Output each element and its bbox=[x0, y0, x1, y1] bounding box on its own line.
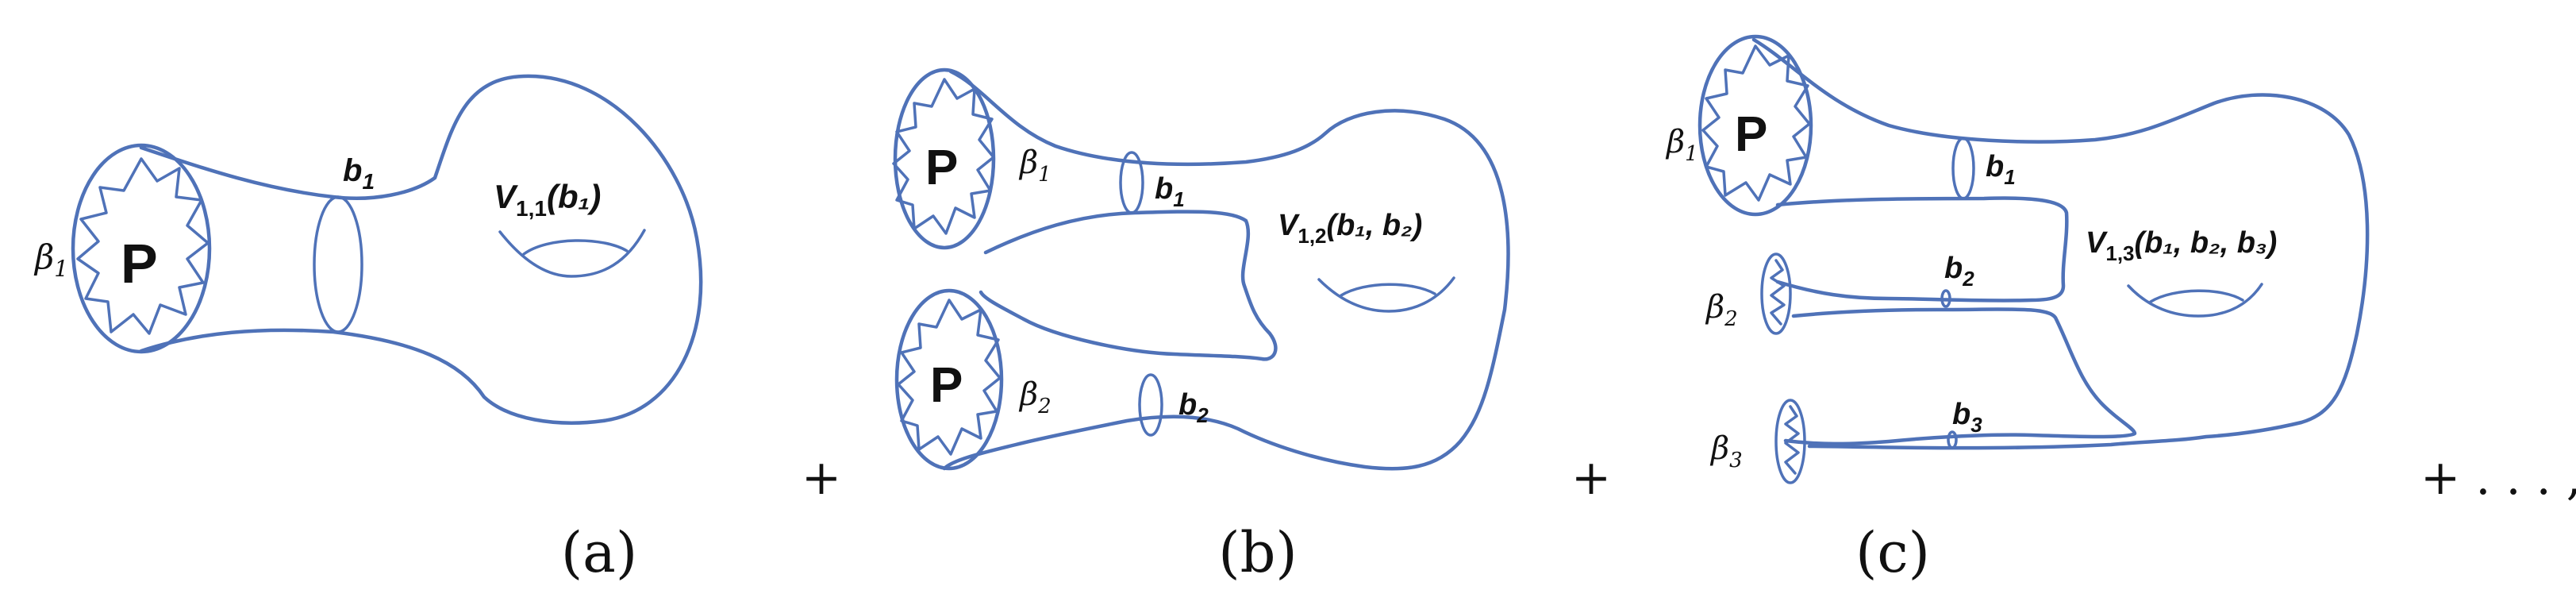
panel-c-handle-lower bbox=[2127, 283, 2263, 318]
panel-c-boundary-2-rim bbox=[1760, 252, 1792, 335]
panel-a-handle-lower bbox=[498, 229, 646, 278]
panel-c-beta2-label: β2 bbox=[1705, 289, 1738, 331]
panel-b-b1-label: b1 bbox=[1155, 172, 1185, 211]
panel-a-beta1-label: β1 bbox=[33, 237, 68, 282]
panel-c-beta3-label: β3 bbox=[1709, 430, 1743, 472]
panel-c: P β1 β2 β3 b1 b2 b3 V1,3(b₁, b₂, b₃) (c) bbox=[1665, 34, 2370, 585]
panel-c-geodesic-b3 bbox=[1947, 430, 1958, 449]
panel-b-puncture-2-zigzag bbox=[897, 299, 1002, 456]
panel-b-inner-fold bbox=[978, 210, 1278, 361]
panel-c-geodesic-b1 bbox=[1951, 137, 1975, 200]
panel-b-puncture-1-label: P bbox=[925, 141, 958, 195]
panel-b-beta1-label: β1 bbox=[1018, 145, 1052, 187]
panel-a-puncture-rim bbox=[71, 143, 212, 354]
panel-c-puncture-1-label: P bbox=[1735, 107, 1767, 162]
panel-a-caption: (a) bbox=[561, 520, 637, 585]
panel-a-puncture-zigzag bbox=[76, 157, 210, 335]
panel-b-beta2-label: β2 bbox=[1018, 376, 1052, 418]
panel-c-b3-label: b3 bbox=[1952, 398, 1982, 437]
panel-b-volume-label: V1,2(b₁, b₂) bbox=[1278, 209, 1422, 248]
panel-b-geodesic-b1 bbox=[1119, 151, 1144, 214]
panel-c-surface-outline bbox=[1751, 37, 2370, 450]
panel-a-surface-outline bbox=[139, 74, 703, 425]
panel-c-handle-upper bbox=[2149, 289, 2244, 303]
panel-c-geodesic-b2 bbox=[1940, 289, 1951, 308]
panel-b-handle-lower bbox=[1317, 276, 1455, 313]
panel-b-puncture-2-label: P bbox=[930, 358, 963, 413]
panel-c-boundary-3-zigzag bbox=[1784, 405, 1800, 475]
panel-a-volume-label: V1,1(b₁) bbox=[494, 178, 601, 221]
panel-b-geodesic-b2 bbox=[1138, 373, 1163, 437]
panel-a-b1-label: b1 bbox=[343, 153, 375, 194]
panel-c-b1-label: b1 bbox=[1986, 150, 2016, 189]
panel-b-surface-outline bbox=[942, 69, 1510, 471]
panel-a: P b1 β1 V1,1(b₁) (a) bbox=[33, 74, 703, 585]
panel-c-puncture-1-rim bbox=[1697, 34, 1813, 217]
panel-b: P P β1 β2 b1 b2 V1,2(b₁, b₂) (b) bbox=[892, 67, 1510, 585]
panel-c-puncture-1-zigzag bbox=[1701, 44, 1811, 202]
panel-a-geodesic-b1 bbox=[313, 195, 363, 333]
panel-c-boundary-2-zigzag bbox=[1770, 259, 1786, 326]
panel-c-volume-label: V1,3(b₁, b₂, b₃) bbox=[2086, 226, 2277, 265]
plus-operator-1: + bbox=[802, 450, 841, 506]
panel-c-beta1-label: β1 bbox=[1665, 124, 1698, 166]
tail-operator: + . . . , bbox=[2420, 450, 2576, 506]
panel-a-handle-upper bbox=[522, 239, 629, 256]
panel-b-handle-upper bbox=[1340, 283, 1436, 297]
panel-b-puncture-2-rim bbox=[894, 288, 1004, 471]
panel-a-puncture-label: P bbox=[121, 233, 158, 295]
panel-b-puncture-1-zigzag bbox=[892, 78, 995, 235]
panel-c-boundary-3-rim bbox=[1774, 399, 1806, 484]
panel-c-fold-1 bbox=[1775, 196, 2069, 303]
panel-c-caption: (c) bbox=[1855, 520, 1930, 585]
panel-c-b2-label: b2 bbox=[1944, 252, 1974, 291]
panel-c-fold-2 bbox=[1783, 307, 2137, 446]
panel-b-caption: (b) bbox=[1218, 520, 1297, 585]
panel-b-b2-label: b2 bbox=[1178, 388, 1209, 427]
plus-operator-2: + bbox=[1571, 450, 1611, 506]
